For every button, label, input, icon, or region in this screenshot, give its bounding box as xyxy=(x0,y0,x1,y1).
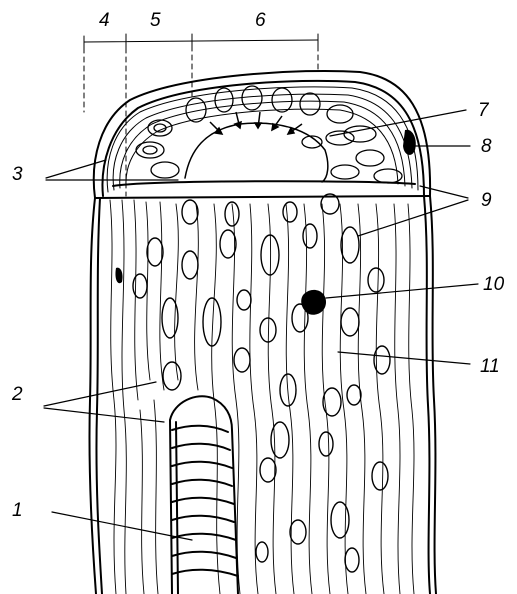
longitudinal-fibers xyxy=(110,200,414,594)
label-8: 8 xyxy=(481,136,492,157)
label-7: 7 xyxy=(478,100,490,121)
label-10: 10 xyxy=(483,274,505,295)
dark-vessel-left xyxy=(115,268,122,284)
labels: 4 5 6 7 8 9 10 11 3 2 1 xyxy=(11,10,505,521)
perforating-vessel-dark xyxy=(403,130,416,155)
label-6: 6 xyxy=(255,10,266,31)
zone-brackets xyxy=(84,34,318,196)
label-1: 1 xyxy=(12,500,23,521)
periosteal-vessel xyxy=(170,396,238,594)
label-11: 11 xyxy=(480,356,500,377)
label-5: 5 xyxy=(150,10,161,31)
label-2: 2 xyxy=(11,384,23,405)
radial-arrows xyxy=(210,112,302,134)
label-3: 3 xyxy=(12,164,23,185)
medullary-cavity-top xyxy=(185,123,328,182)
label-4: 4 xyxy=(99,10,110,31)
label-9: 9 xyxy=(481,190,492,211)
